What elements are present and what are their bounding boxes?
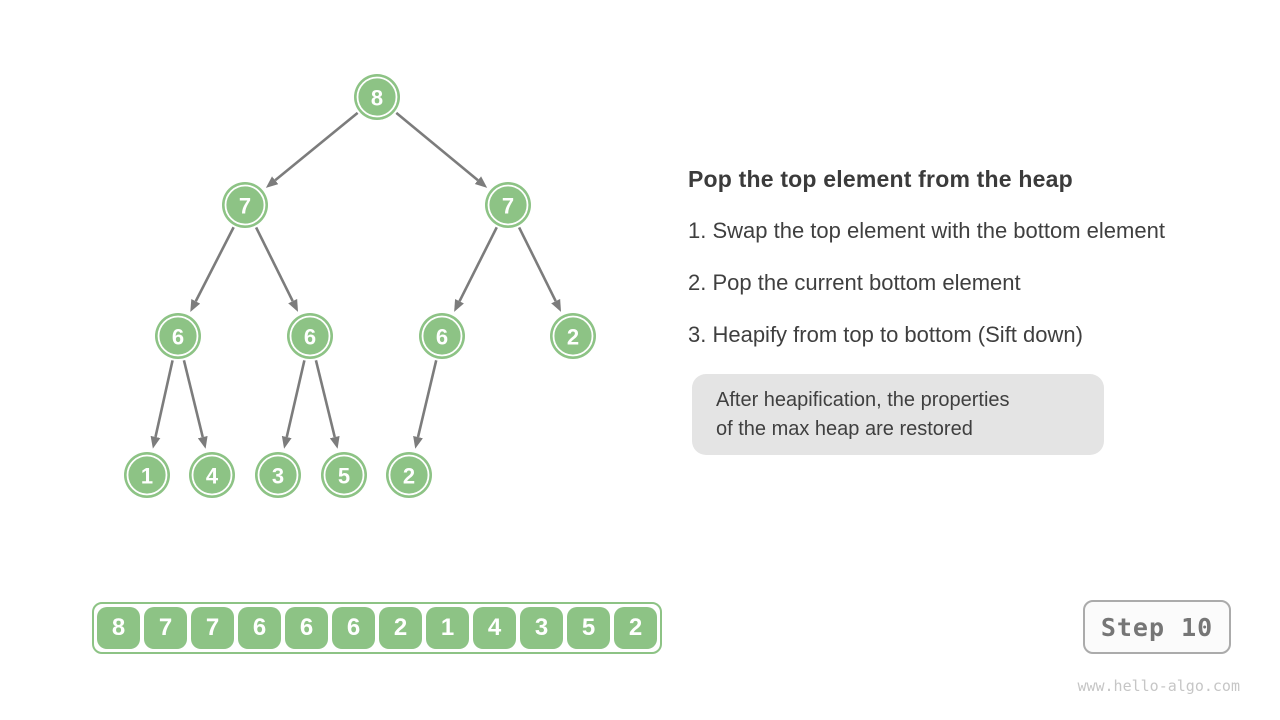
- instruction-step: 3. Heapify from top to bottom (Sift down…: [688, 322, 1083, 347]
- tree-edges: [150, 111, 561, 449]
- array-cell: 1: [426, 607, 469, 649]
- tree-edge: [314, 359, 340, 449]
- array-cell: 7: [144, 607, 187, 649]
- watermark: www.hello-algo.com: [1077, 677, 1240, 695]
- tree-node-value: 2: [567, 325, 579, 350]
- tree-node: 2: [550, 313, 596, 359]
- array-cell: 7: [191, 607, 234, 649]
- tree-edge: [254, 226, 298, 312]
- heapify-note-box: After heapification, the properties of th…: [692, 374, 1104, 455]
- tree-edge: [454, 226, 498, 312]
- step-indicator-label: Step 10: [1100, 612, 1214, 642]
- tree-edge: [150, 360, 174, 449]
- array-cell: 6: [238, 607, 281, 649]
- array-cell: 3: [520, 607, 563, 649]
- tree-edge: [395, 111, 488, 188]
- array-cell: 6: [332, 607, 375, 649]
- instructions-panel: Pop the top element from the heap 1. Swa…: [688, 165, 1228, 349]
- tree-edge: [190, 226, 235, 312]
- tree-node: 8: [354, 74, 400, 120]
- tree-node-value: 6: [436, 325, 448, 350]
- tree-node: 7: [222, 182, 268, 228]
- tree-node: 4: [189, 452, 235, 498]
- tree-node-value: 5: [338, 464, 350, 489]
- tree-node-value: 6: [172, 325, 184, 350]
- tree-node: 5: [321, 452, 367, 498]
- tree-edge: [265, 111, 359, 188]
- tree-node-value: 8: [371, 86, 383, 111]
- tree-node-value: 7: [502, 194, 514, 219]
- tree-node-value: 7: [239, 194, 251, 219]
- tree-edge: [281, 360, 306, 449]
- note-line: of the max heap are restored: [716, 417, 973, 440]
- tree-node: 6: [287, 313, 333, 359]
- tree-node-value: 1: [141, 464, 153, 489]
- instruction-step: 1. Swap the top element with the bottom …: [688, 218, 1165, 243]
- array-cell: 5: [567, 607, 610, 649]
- array-cell: 4: [473, 607, 516, 649]
- array-cell: 2: [379, 607, 422, 649]
- tree-node: 1: [124, 452, 170, 498]
- array-cell: 2: [614, 607, 657, 649]
- tree-node-value: 6: [304, 325, 316, 350]
- tree-edge: [182, 359, 208, 449]
- step-indicator: Step 10: [1083, 600, 1231, 654]
- instruction-step: 2. Pop the current bottom element: [688, 270, 1021, 295]
- tree-node: 7: [485, 182, 531, 228]
- tree-edge: [413, 360, 438, 449]
- tree-node: 3: [255, 452, 301, 498]
- tree-node-value: 2: [403, 464, 415, 489]
- tree-node: 6: [419, 313, 465, 359]
- tree-node-value: 4: [206, 464, 219, 489]
- instructions-title: Pop the top element from the heap: [688, 166, 1073, 192]
- tree-edge: [517, 226, 561, 312]
- instructions-steps: 1. Swap the top element with the bottom …: [688, 217, 1228, 349]
- array-cell: 6: [285, 607, 328, 649]
- tree-node: 2: [386, 452, 432, 498]
- tree-node: 6: [155, 313, 201, 359]
- tree-node-value: 3: [272, 464, 284, 489]
- array-cell: 8: [97, 607, 140, 649]
- tree-nodes: 8 7 7 6 6 6 2 1 4 3 5 2: [124, 74, 596, 498]
- note-line: After heapification, the properties: [716, 388, 1010, 411]
